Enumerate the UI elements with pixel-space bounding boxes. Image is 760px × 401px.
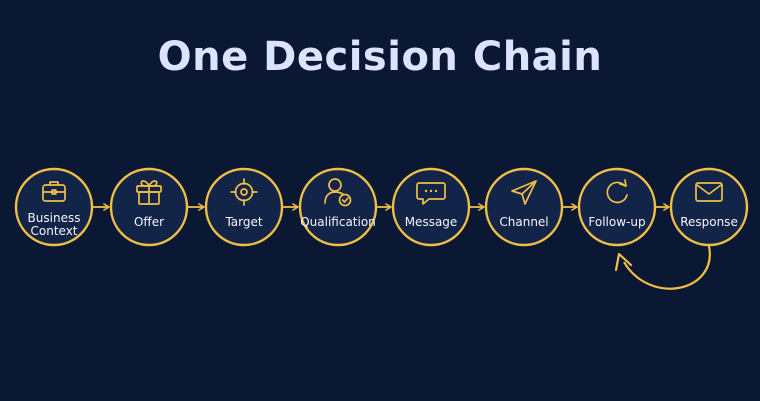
- node-label: Target: [224, 215, 262, 229]
- node-label: Context: [30, 224, 77, 238]
- node-label: Message: [405, 215, 458, 229]
- node-label: Channel: [499, 215, 548, 229]
- node-label: Follow-up: [588, 215, 645, 229]
- crosshair-icon: [230, 178, 258, 206]
- diagram-title: One Decision Chain: [157, 34, 603, 80]
- node-circle: [669, 167, 749, 247]
- node-follow-up: Follow-up: [577, 167, 657, 247]
- node-circle: [484, 167, 564, 247]
- node-circle: [204, 167, 284, 247]
- gift-icon: [136, 180, 162, 205]
- briefcase-icon: [42, 181, 66, 202]
- node-label: Qualification: [300, 215, 376, 229]
- node-circle: [109, 167, 189, 247]
- node-label: Business: [28, 211, 81, 225]
- loop-connector-response-to-follow-up: [623, 245, 711, 290]
- node-label: Offer: [134, 215, 164, 229]
- node-response: Response: [669, 167, 749, 247]
- node-target: Target: [204, 167, 284, 247]
- node-circle: [298, 167, 378, 247]
- node-message: Message: [391, 167, 471, 247]
- send-arrow-icon: [511, 180, 537, 205]
- node-label: Response: [680, 215, 738, 229]
- node-circle: [14, 167, 94, 247]
- node-qualification: Qualification: [298, 167, 378, 247]
- node-channel: Channel: [484, 167, 564, 247]
- refresh-icon: [606, 179, 628, 204]
- user-check-icon: [324, 178, 352, 207]
- chat-bubble-icon: [416, 182, 446, 205]
- node-circle: [577, 167, 657, 247]
- node-offer: Offer: [109, 167, 189, 247]
- loop-arrowhead: [614, 252, 633, 272]
- node-circle: [391, 167, 471, 247]
- envelope-icon: [695, 182, 723, 202]
